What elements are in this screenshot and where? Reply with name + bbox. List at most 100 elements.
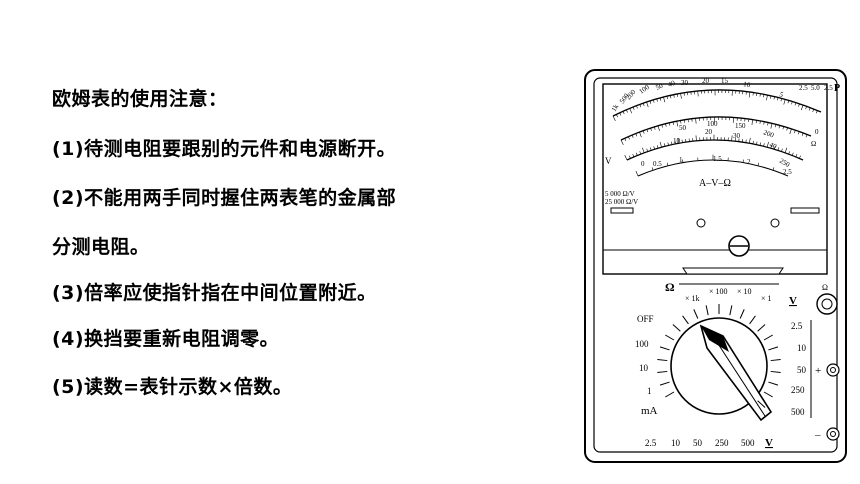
scale-tick xyxy=(805,106,807,110)
selector-dial-tick xyxy=(768,346,779,351)
scale-tick xyxy=(639,131,642,138)
meter-body xyxy=(584,69,847,463)
screw-left xyxy=(696,218,706,228)
ohm-scale-label: 0 xyxy=(815,128,819,136)
note-item-5: (5)读数=表针示数×倍数。 xyxy=(52,376,293,398)
sensitivity-label-2: 25 000 Ω/V xyxy=(605,198,638,206)
selector-dial-tick xyxy=(749,315,756,325)
low-scale-arc xyxy=(637,159,789,177)
ma-range-label: 1 xyxy=(647,386,652,396)
ohm-scale-label: 100 xyxy=(707,120,718,128)
scale-tick xyxy=(789,128,792,135)
scale-tick xyxy=(663,143,666,147)
minus-terminal[interactable] xyxy=(826,427,840,441)
scale-tick xyxy=(642,103,645,107)
ohm-top-tick-label: 2.5 xyxy=(799,84,808,92)
scale-tick xyxy=(799,155,801,159)
scale-tick xyxy=(763,143,765,147)
scale-tick xyxy=(786,127,788,131)
dc-scale-label: 1 xyxy=(679,156,683,164)
note-item-3: (3)倍率应使指针指在中间位置附近。 xyxy=(52,282,377,304)
selector-dial-tick xyxy=(693,309,699,319)
mirror-strip-right xyxy=(790,207,820,214)
plus-terminal[interactable] xyxy=(826,363,840,377)
scale-tick xyxy=(632,154,635,158)
scale-tick xyxy=(757,162,760,166)
scale-tick xyxy=(646,148,648,152)
v-range-label: 500 xyxy=(791,407,805,417)
scale-tick xyxy=(636,105,638,109)
ma-range-label: 100 xyxy=(635,339,649,349)
scale-tick xyxy=(626,109,628,113)
selector-dial-tick xyxy=(657,370,668,373)
ohm-top-tick-label: 5.0 xyxy=(811,84,820,92)
scale-tick xyxy=(663,96,666,103)
selector-dial-tick xyxy=(763,391,773,398)
scale-tick xyxy=(673,94,675,98)
selector-dial-tick xyxy=(763,334,773,341)
selector-dial-tick xyxy=(665,334,675,341)
scale-tick xyxy=(795,154,798,158)
scale-tick xyxy=(619,112,622,116)
scale-tick xyxy=(766,141,769,148)
scale-tick xyxy=(777,147,780,151)
ohm-top-tick-label: 15 xyxy=(721,77,729,85)
ohm-top-tick-label: P xyxy=(834,83,840,94)
selector-dial-tick xyxy=(739,309,745,319)
scale-tick xyxy=(629,108,633,114)
scale-tick xyxy=(778,125,781,129)
scale-tick xyxy=(763,94,765,98)
scale-tick xyxy=(635,133,638,137)
scale-tick xyxy=(770,123,773,129)
scale-tick xyxy=(797,131,800,135)
scale-center-label: A–V–Ω xyxy=(699,178,731,189)
scale-tick xyxy=(676,121,679,127)
ohm-top-tick-label: 20 xyxy=(702,77,710,85)
v-range-label: 50 xyxy=(797,365,807,375)
scale-tick xyxy=(680,93,682,99)
scale-tick xyxy=(697,90,699,97)
dc-scale-label: 0 xyxy=(641,160,645,168)
selector-dial-tick xyxy=(682,315,689,325)
scale-tick xyxy=(656,145,659,149)
v-right-label: V xyxy=(789,295,797,307)
scale-tick xyxy=(666,162,669,166)
ma-label: mA xyxy=(641,405,658,417)
label-bar xyxy=(682,267,784,275)
ohm-scale-label: Ω xyxy=(811,140,816,148)
scale-tick xyxy=(632,106,635,110)
bottom-range-label: 10 xyxy=(671,438,681,448)
scale-tick xyxy=(653,99,655,103)
scale-tick xyxy=(649,147,652,151)
scale-tick xyxy=(653,146,655,150)
screw-right xyxy=(770,218,780,228)
scale-tick xyxy=(646,101,649,108)
scale-tick xyxy=(650,127,652,132)
ohm-scale-label: 150 xyxy=(735,122,746,130)
scale-tick xyxy=(782,126,784,130)
scale-tick xyxy=(763,121,765,125)
scale-tick xyxy=(805,134,808,138)
ohm-scale-label: 30 xyxy=(733,132,741,140)
v-range-label: 250 xyxy=(791,385,805,395)
notes-panel: 欧姆表的使用注意： (1)待测电阻要跟别的元件和电源断开。 (2)不能用两手同时… xyxy=(52,88,397,398)
note-item-2: (2)不能用两手同时握住两表笔的金属部 xyxy=(52,187,397,209)
scale-tick xyxy=(620,139,624,146)
scale-tick xyxy=(639,104,642,108)
scale-tick xyxy=(651,167,654,171)
scale-tick xyxy=(624,154,628,161)
scale-tick xyxy=(780,98,782,102)
scale-tick xyxy=(671,141,673,145)
v-range-labels: 2.5 10 50 250 500 xyxy=(791,321,807,417)
plus-terminal-label: + xyxy=(815,365,821,377)
bottom-range-labels: 2.5 10 50 250 500 xyxy=(645,438,755,448)
scale-tick xyxy=(770,145,772,149)
scale-tick xyxy=(616,114,618,118)
scale-tick xyxy=(815,110,818,114)
scale-ticks xyxy=(612,89,818,177)
scale-tick xyxy=(770,95,772,99)
ohm-scale-label: 200 xyxy=(762,128,775,139)
ohm-zero-knob[interactable] xyxy=(816,293,838,315)
scale-tick xyxy=(635,152,638,156)
scale-tick xyxy=(657,125,660,132)
